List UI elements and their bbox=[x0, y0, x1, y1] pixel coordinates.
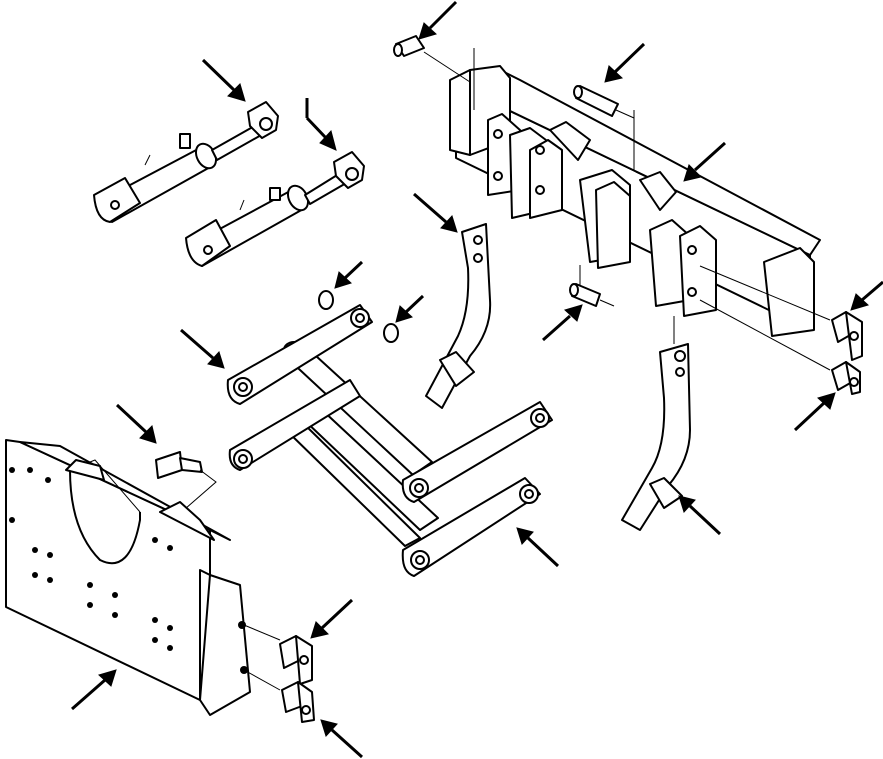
hydraulic-cylinder bbox=[93, 101, 279, 223]
callout-arrow bbox=[180, 328, 225, 369]
callout-arrow bbox=[320, 719, 364, 759]
callout-arrow bbox=[334, 260, 364, 289]
callout-arrow bbox=[305, 98, 337, 151]
callout-arrow bbox=[793, 392, 836, 432]
callout-arrow bbox=[115, 403, 157, 444]
pin bbox=[573, 85, 635, 119]
callout-arrow bbox=[201, 58, 246, 102]
pin-with-tab bbox=[699, 299, 861, 395]
mounting-bracket bbox=[5, 439, 251, 716]
callout-arrow bbox=[678, 495, 722, 536]
callout-arrow bbox=[604, 42, 646, 83]
pin-with-tab bbox=[699, 265, 863, 361]
o-ring bbox=[383, 323, 399, 343]
callout-arrow bbox=[310, 598, 354, 639]
o-ring bbox=[318, 290, 334, 310]
callout-arrow bbox=[850, 280, 883, 311]
pin bbox=[569, 283, 615, 307]
callout-arrow bbox=[413, 192, 458, 233]
shank bbox=[621, 343, 691, 531]
callout-arrow bbox=[418, 0, 458, 40]
shank bbox=[425, 223, 492, 409]
callout-arrow bbox=[683, 141, 727, 182]
link-arm bbox=[401, 401, 553, 503]
pin-with-tab bbox=[243, 624, 313, 685]
link-arm bbox=[226, 304, 373, 405]
toolbar-beam bbox=[449, 48, 821, 344]
callout-arrow bbox=[542, 304, 583, 342]
link-arm bbox=[228, 379, 361, 471]
link-arm bbox=[401, 477, 541, 577]
hydraulic-cylinder bbox=[185, 151, 365, 267]
callout-arrow bbox=[395, 294, 425, 323]
pin bbox=[393, 35, 471, 83]
pin-with-tab bbox=[155, 451, 217, 523]
callout-arrow bbox=[516, 527, 560, 568]
callout-arrow bbox=[71, 669, 117, 711]
pin-with-tab bbox=[243, 669, 315, 723]
